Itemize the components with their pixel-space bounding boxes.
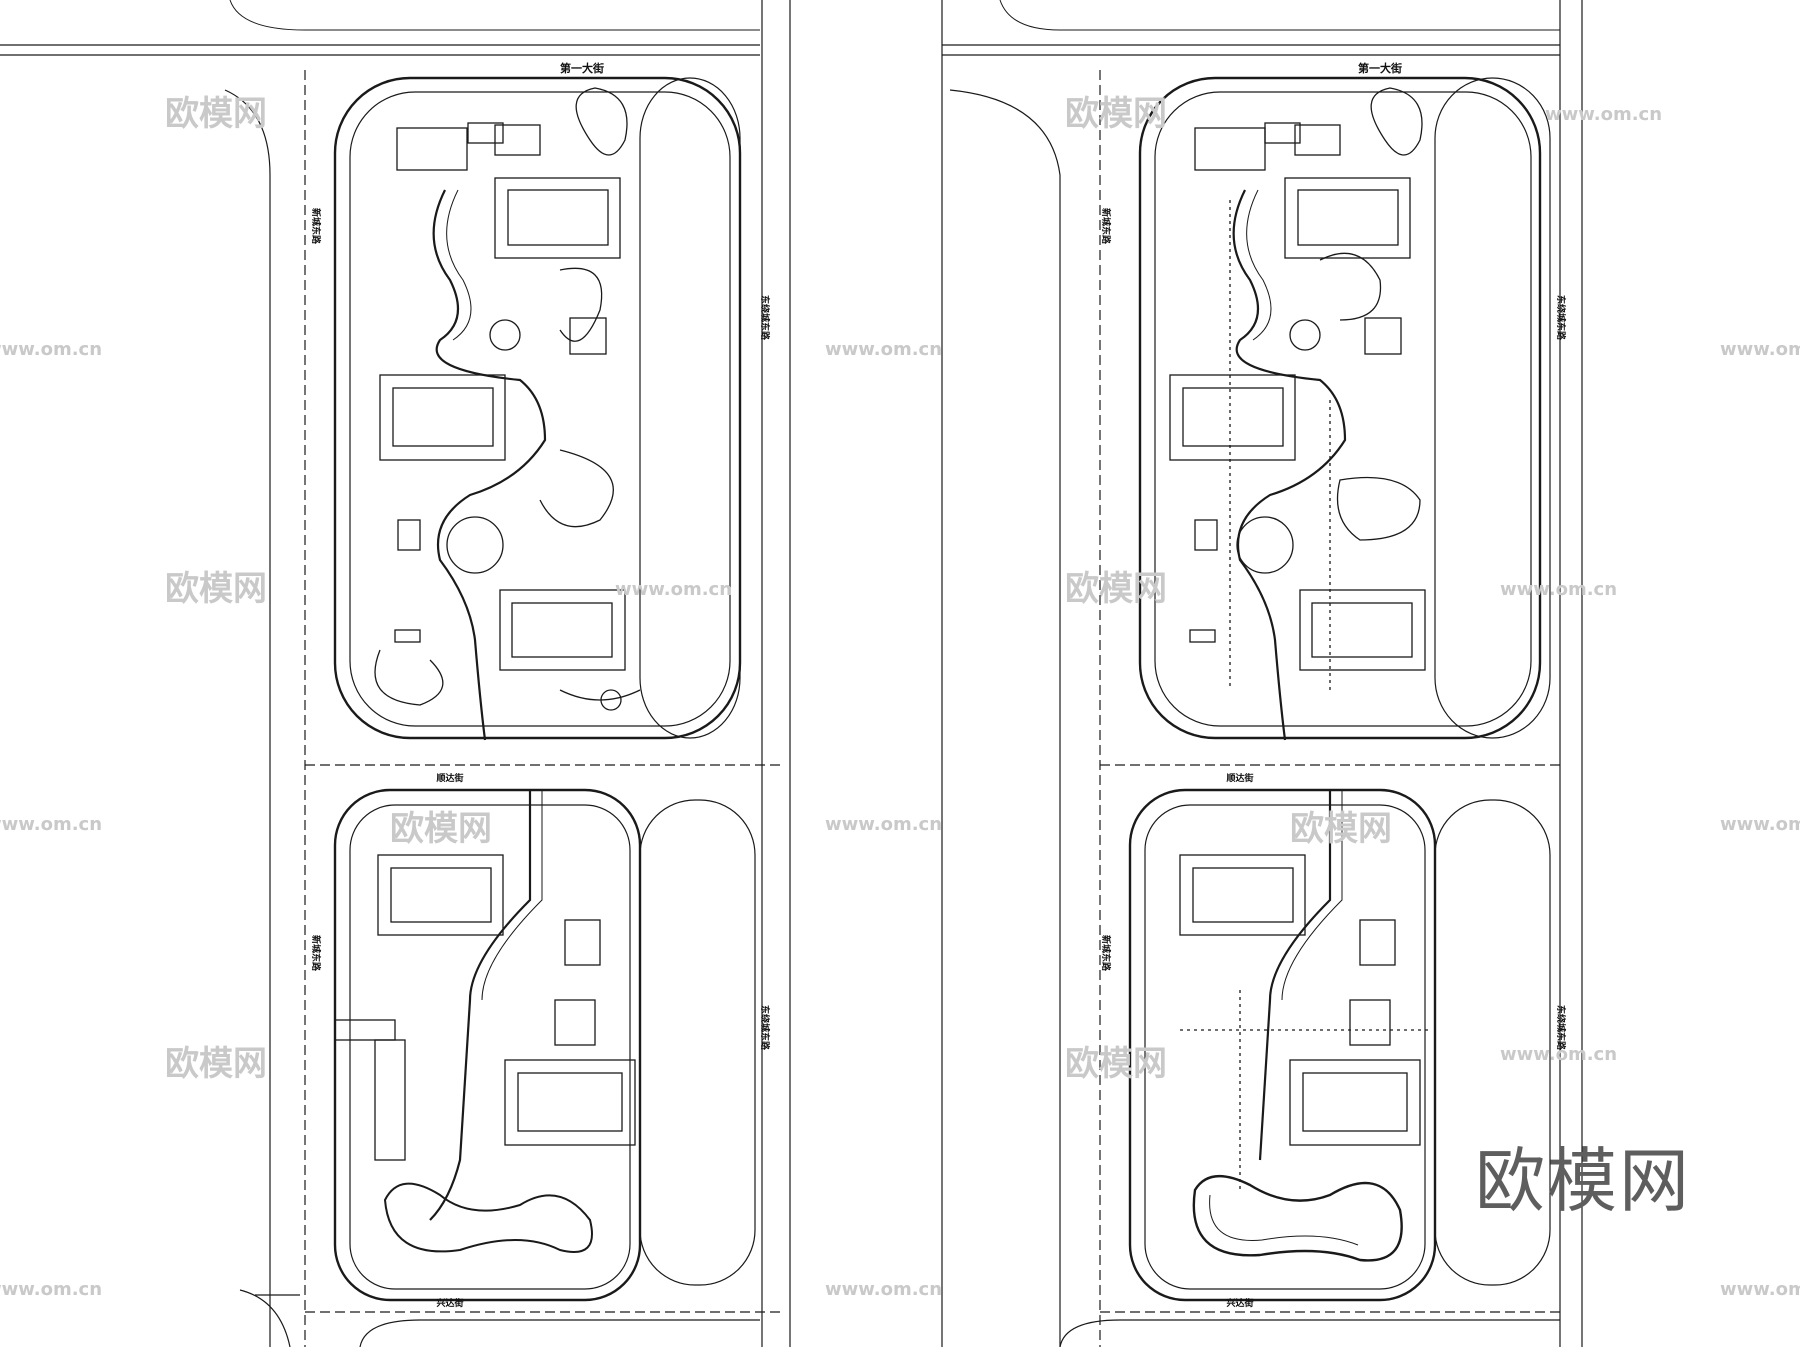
watermark-url: www.om.cn — [1545, 104, 1662, 125]
watermark-layer: 欧模网 欧模网 欧模网 欧模网 欧模网 欧模网 欧模网 欧模网 www.om.c… — [0, 94, 1800, 1300]
watermark-url: www.om.cn — [0, 1279, 102, 1300]
watermark-brand: 欧模网 — [165, 569, 267, 609]
right-east-street-label-north: 东绕城东路 — [1555, 295, 1567, 341]
left-east-street-label-north: 东绕城东路 — [759, 295, 771, 341]
corner-brand-logo: 欧模网 — [1475, 1140, 1691, 1222]
left-middle-street-label: 顺达街 — [436, 772, 463, 784]
watermark-brand: 欧模网 — [1290, 809, 1392, 849]
watermark-brand: 欧模网 — [1065, 1044, 1167, 1084]
watermark-url: www.om.cn — [1500, 1044, 1617, 1065]
watermark-url: www.om.cn — [0, 339, 102, 360]
right-north-street-label: 第一大街 — [1358, 61, 1402, 75]
watermark-brand: 欧模网 — [1065, 94, 1167, 134]
right-east-street-label-south: 东绕城东路 — [1555, 1005, 1567, 1051]
right-middle-street-label: 顺达街 — [1226, 772, 1253, 784]
watermark-brand: 欧模网 — [165, 94, 267, 134]
watermark-url: www.om.cn — [1500, 579, 1617, 600]
watermark-url: www.om.cn — [825, 339, 942, 360]
right-panel — [942, 0, 1583, 1347]
right-south-street-label: 兴达街 — [1226, 1297, 1253, 1309]
left-south-buildings — [334, 790, 636, 1253]
watermark-brand: 欧模网 — [165, 1044, 267, 1084]
watermark-url: www.om.cn — [825, 1279, 942, 1300]
left-west-street-label-north: 新城东路 — [310, 208, 322, 245]
left-south-street-label: 兴达街 — [436, 1297, 463, 1309]
right-west-street-label-north: 新城东路 — [1100, 208, 1112, 245]
left-east-street-label-south: 东绕城东路 — [759, 1005, 771, 1051]
left-west-street-label-south: 新城东路 — [310, 935, 322, 972]
watermark-url: www.om.cn — [0, 814, 102, 835]
left-north-buildings — [374, 87, 641, 741]
watermark-url: www.om.cn — [825, 814, 942, 835]
watermark-url: www.om.cn — [1720, 814, 1800, 835]
right-west-street-label-south: 新城东路 — [1100, 935, 1112, 972]
watermark-url: www.om.cn — [615, 579, 732, 600]
watermark-url: www.om.cn — [1720, 339, 1800, 360]
watermark-brand: 欧模网 — [390, 809, 492, 849]
watermark-brand: 欧模网 — [1065, 569, 1167, 609]
right-north-buildings — [1169, 87, 1426, 741]
left-north-street-label: 第一大街 — [560, 61, 604, 75]
left-panel — [0, 0, 943, 1347]
right-south-buildings — [1179, 790, 1430, 1262]
watermark-url: www.om.cn — [1720, 1279, 1800, 1300]
